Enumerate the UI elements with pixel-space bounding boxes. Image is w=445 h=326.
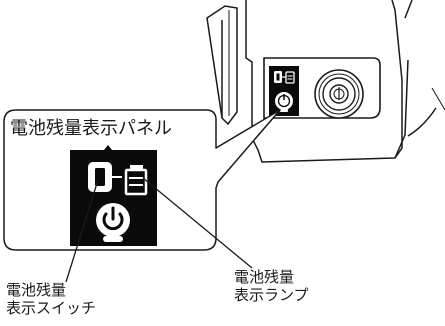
device-panel [263,57,381,119]
switch-label-line1: 電池残量 [6,281,67,299]
lamp-label-line1: 電池残量 [234,268,295,286]
enlarged-panel [70,145,157,246]
switch-label: 電池残量 表示スイッチ [6,281,96,318]
battery-icon [88,162,112,192]
lamp-label-line2: 表示ランプ [234,286,309,305]
switch-label-line2: 表示スイッチ [6,299,97,318]
device-body [206,0,445,163]
lamp-label: 電池残量 表示ランプ [234,268,309,305]
panel-title: 電池残量表示パネル [10,118,172,139]
power-icon [96,203,130,242]
dial-knob-icon [314,69,364,119]
battery-lamp-icon [124,165,148,196]
leader-lines [65,177,253,283]
